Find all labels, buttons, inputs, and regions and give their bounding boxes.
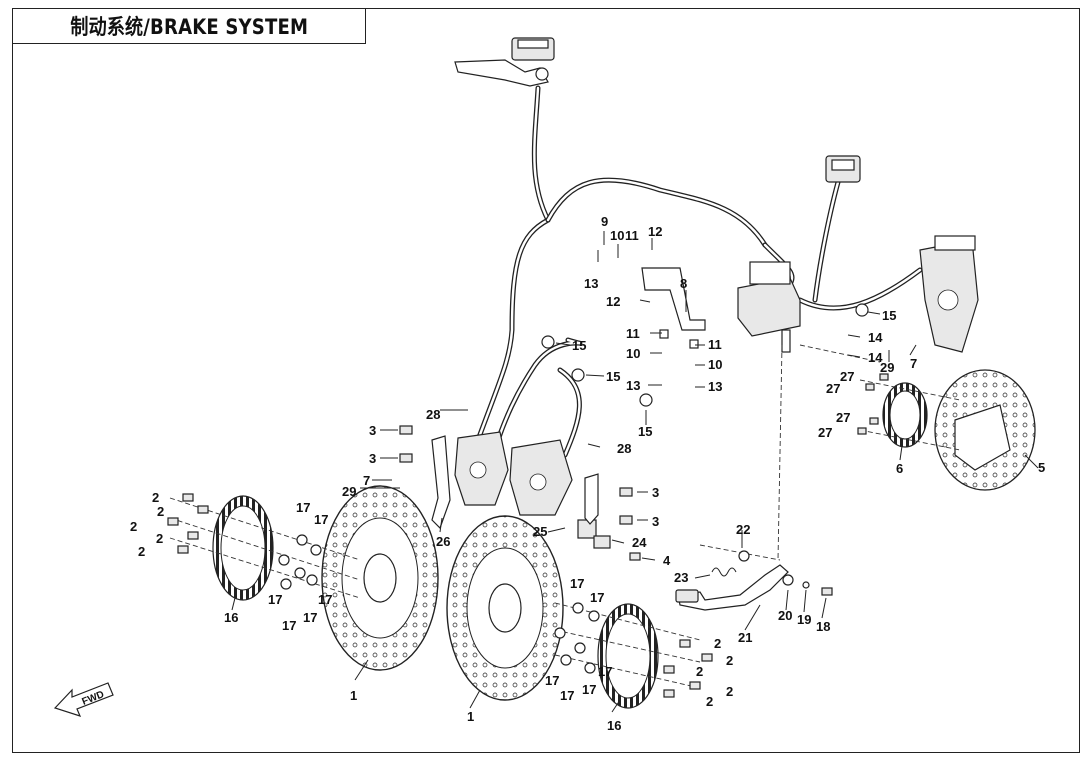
callout-27-a: 27 [840,369,854,384]
diagram-frame [12,8,1080,753]
callout-2-d: 2 [156,531,163,546]
callout-1-left: 1 [350,688,357,703]
callout-29-right: 29 [880,360,894,375]
callout-12-mid: 12 [606,294,620,309]
callout-4: 4 [663,553,671,568]
callout-2-f: 2 [714,636,721,651]
diagram-title: 制动系统/BRAKE SYSTEM [70,15,308,39]
callout-2-a: 2 [152,490,159,505]
abs-modulator [737,261,801,353]
rear-caliper [919,235,979,353]
callout-2-j: 2 [706,694,713,709]
callout-3-b: 3 [369,451,376,466]
leader-lines [231,231,1039,713]
callout-10-right: 10 [708,357,722,372]
callout-11-top: 11 [625,228,639,243]
callout-11-mid: 11 [626,326,640,341]
master-cylinder [454,37,555,87]
callout-2-h: 2 [696,664,703,679]
rear-tone-ring [882,382,928,448]
callout-2-c: 2 [157,504,164,519]
callout-17-d: 17 [282,618,296,633]
callout-17-b: 17 [314,512,328,527]
callout-28-b: 28 [617,441,631,456]
callout-3-d: 3 [652,514,659,529]
fwd-arrow: FWD [53,682,114,717]
callout-17-c: 17 [268,592,282,607]
callout-8: 8 [680,276,687,291]
callout-17-g: 17 [570,576,584,591]
bracket [641,267,706,331]
callout-14-a: 14 [868,330,883,345]
callout-12-top: 12 [648,224,662,239]
callout-9: 9 [601,214,608,229]
callout-5: 5 [1038,460,1045,475]
callout-17-a: 17 [296,500,310,515]
callout-27-c: 27 [836,410,850,425]
callout-15-d: 15 [882,308,896,323]
callout-25: 25 [533,524,547,539]
callout-26: 26 [436,534,450,549]
callout-10-top: 10 [610,228,624,243]
callout-3-c: 3 [652,485,659,500]
brake-pedal [675,564,789,611]
callout-2-i: 2 [726,684,733,699]
callout-15-c: 15 [638,424,652,439]
callout-17-e: 17 [303,610,317,625]
callout-16-right: 16 [607,718,621,733]
front-calipers [454,431,573,516]
callout-15-b: 15 [606,369,620,384]
callout-1-right: 1 [467,709,474,724]
callout-13-mid: 13 [626,378,640,393]
assembly-lines [169,344,961,689]
callout-17-k: 17 [582,682,596,697]
callout-24: 24 [632,535,647,550]
abs-connector [825,155,861,183]
callout-19: 19 [797,612,811,627]
callout-2-e: 2 [138,544,145,559]
callout-16-left: 16 [224,610,238,625]
fasteners [167,303,889,698]
callout-22: 22 [736,522,750,537]
front-tone-ring-left [212,495,274,601]
rear-disc [934,369,1036,491]
callout-17-i: 17 [545,673,559,688]
callout-6: 6 [896,461,903,476]
front-disc-right [446,515,564,701]
callout-17-j: 17 [560,688,574,703]
callout-27-b: 27 [826,381,840,396]
callout-29-left: 29 [342,484,356,499]
callout-17-h: 17 [590,590,604,605]
callout-10-mid: 10 [626,346,640,361]
brake-hoses [475,85,923,458]
callout-18: 18 [816,619,830,634]
front-disc-left [321,485,439,671]
callout-14-b: 14 [868,350,883,365]
callout-20: 20 [778,608,792,623]
callout-13-top: 13 [584,276,598,291]
title-box: 制动系统/BRAKE SYSTEM [12,8,366,44]
callouts: 9 10 11 12 13 12 8 11 10 13 11 10 13 15 … [130,214,1045,733]
callout-27-d: 27 [818,425,832,440]
callout-17-l: 17 [598,664,612,679]
callout-28-a: 28 [426,407,440,422]
callout-17-f: 17 [318,592,332,607]
callout-7-left: 7 [363,473,370,488]
callout-7-right: 7 [910,356,917,371]
front-tone-ring-right [597,603,659,709]
callout-23: 23 [674,570,688,585]
callout-2-g: 2 [726,653,733,668]
callout-2-b: 2 [130,519,137,534]
callout-3-a: 3 [369,423,376,438]
callout-13-right: 13 [708,379,722,394]
callout-11-right: 11 [708,337,722,352]
callout-15-a: 15 [572,338,586,353]
callout-21: 21 [738,630,752,645]
